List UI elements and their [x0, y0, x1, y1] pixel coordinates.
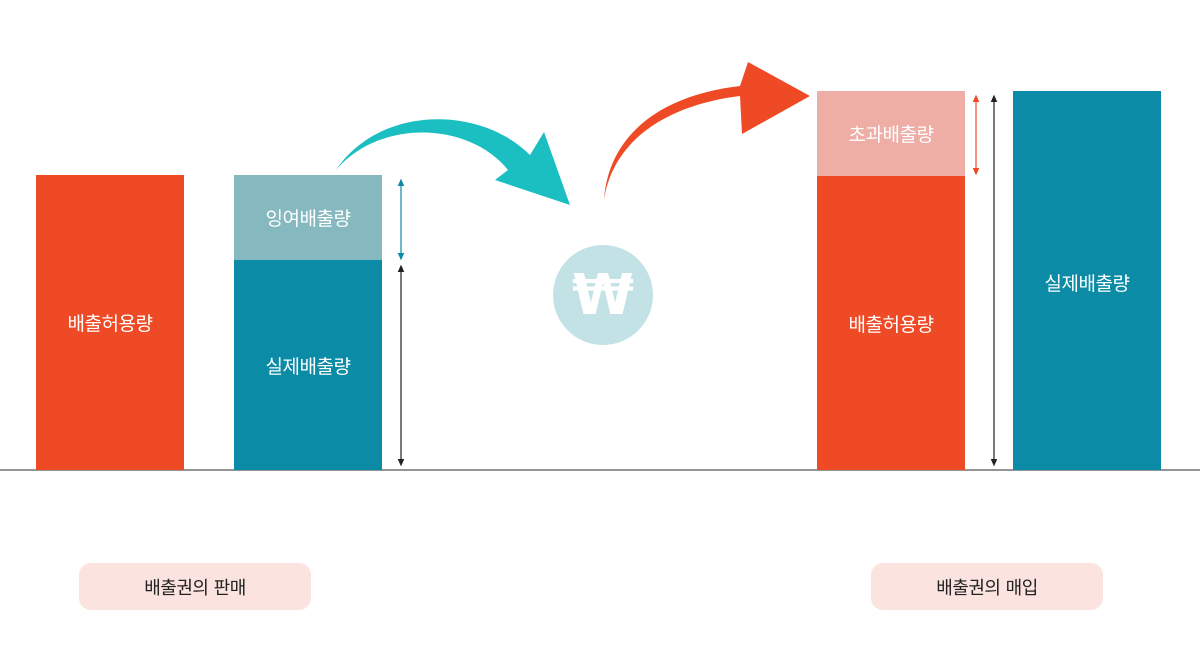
- teal-curved-arrow: [336, 119, 570, 205]
- sale-caption: 배출권의 판매: [79, 563, 311, 610]
- won-currency-icon: ₩: [572, 262, 634, 328]
- sale-actual-label: 실제배출량: [265, 356, 351, 378]
- won-circle: [553, 245, 653, 345]
- sale-actual-bar: 실제배출량: [234, 260, 382, 470]
- purchase-excess-label: 초과배출량: [848, 124, 934, 146]
- purchase-excess-bar: 초과배출량: [817, 91, 965, 176]
- purchase-caption: 배출권의 매입: [871, 563, 1103, 610]
- sale-surplus-bar: 잉여배출량: [234, 175, 382, 260]
- purchase-actual-label: 실제배출량: [1044, 273, 1130, 295]
- sale-allowance-bar: 배출허용량: [36, 175, 184, 470]
- red-curved-arrow: [604, 62, 810, 200]
- sale-allowance-label: 배출허용량: [67, 313, 153, 335]
- sale-caption-text: 배출권의 판매: [144, 577, 246, 599]
- sale-surplus-label: 잉여배출량: [265, 208, 351, 230]
- purchase-actual-bar: 실제배출량: [1013, 91, 1161, 470]
- purchase-allowance-bar: 배출허용량: [817, 176, 965, 470]
- purchase-allowance-label: 배출허용량: [848, 313, 934, 336]
- purchase-caption-text: 배출권의 매입: [936, 577, 1038, 599]
